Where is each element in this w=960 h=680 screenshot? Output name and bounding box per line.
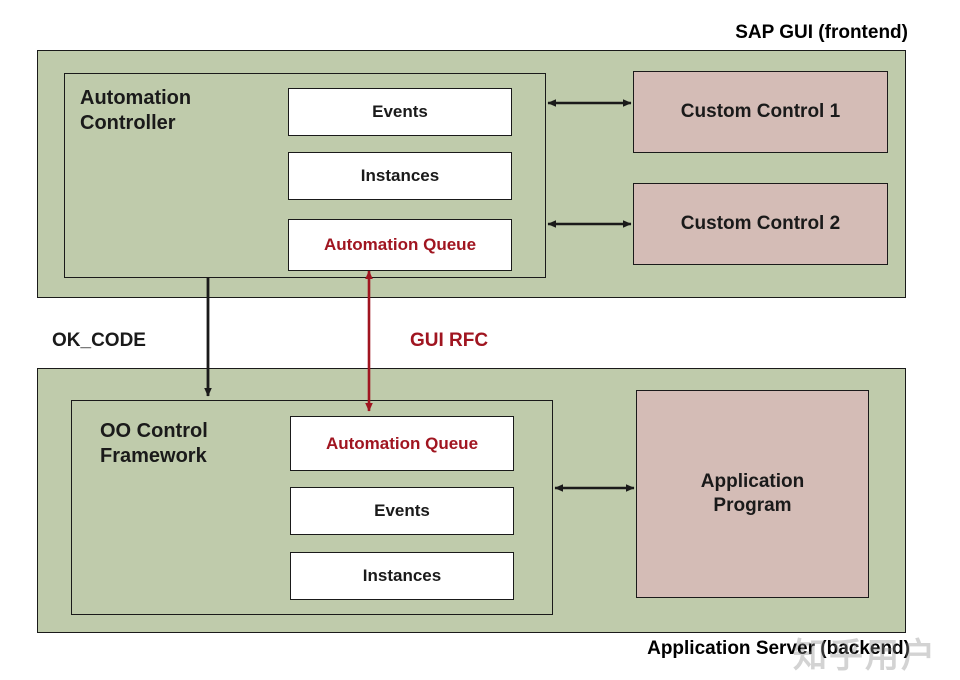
watermark-text: 知乎用户 (793, 636, 937, 676)
frontend-automation-queue-box: Automation Queue (288, 219, 512, 271)
backend-title: Application Server (backend) (647, 638, 910, 659)
frontend-events-box: Events (288, 88, 512, 136)
backend-automation-queue-box: Automation Queue (290, 416, 514, 471)
oo-control-framework-label: OO Control Framework (100, 420, 208, 467)
automation-controller-label: Automation Controller (80, 87, 192, 134)
ok-code-label: OK_CODE (52, 330, 146, 351)
gui-rfc-label: GUI RFC (410, 330, 489, 351)
frontend-title: SAP GUI (frontend) (735, 22, 908, 43)
backend-events-box: Events (290, 487, 514, 535)
custom-control-2-box: Custom Control 2 (633, 183, 888, 265)
backend-instances-box: Instances (290, 552, 514, 600)
frontend-instances-box: Instances (288, 152, 512, 200)
application-program-box: Application Program (636, 390, 869, 598)
custom-control-1-box: Custom Control 1 (633, 71, 888, 153)
